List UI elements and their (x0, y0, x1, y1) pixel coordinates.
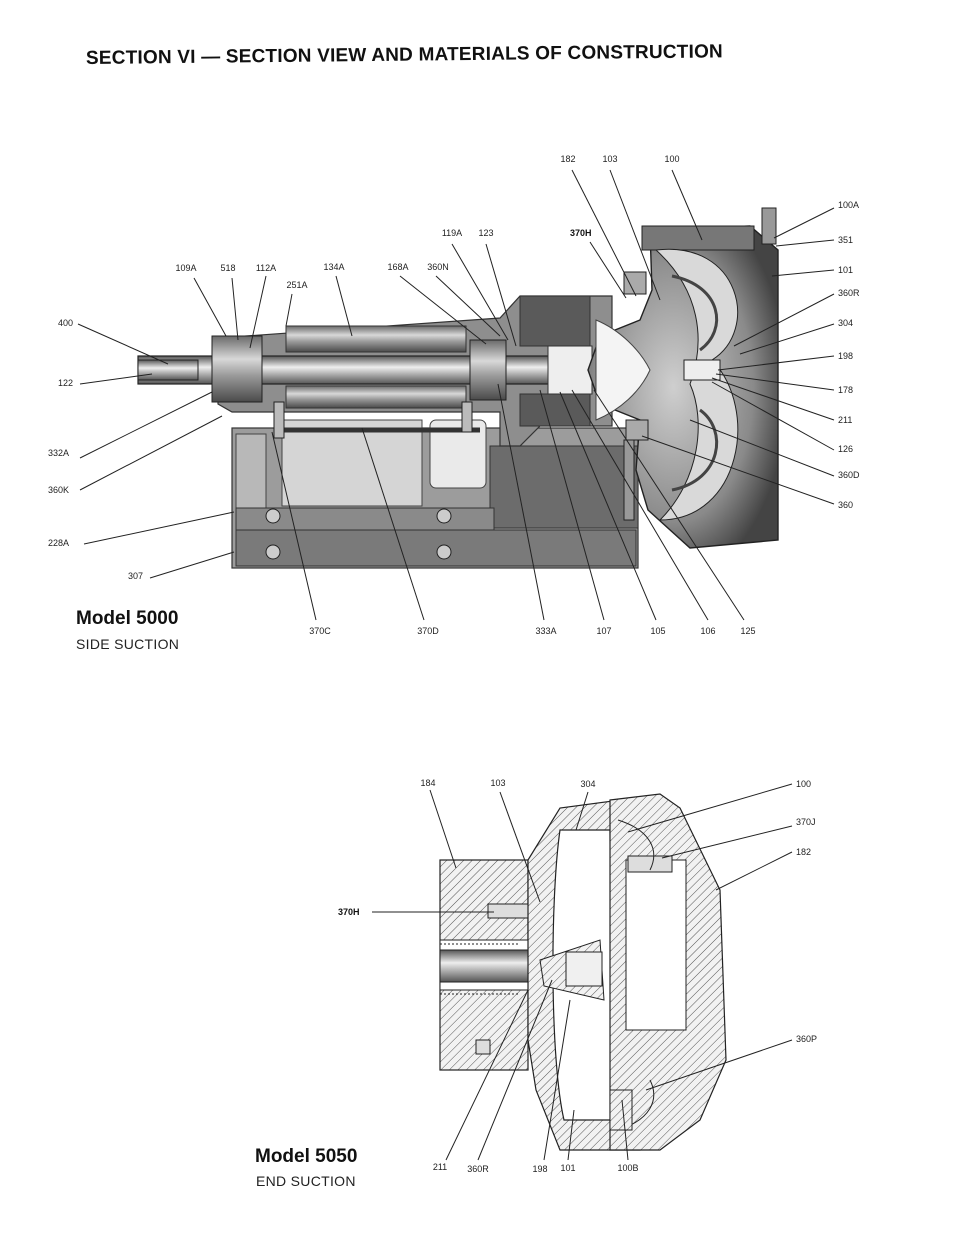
callout-134A: 134A (323, 262, 344, 272)
callout-126: 126 (838, 444, 853, 454)
callout-360D: 360D (838, 470, 860, 480)
callout-211: 211 (433, 1162, 447, 1172)
callout-370C: 370C (309, 626, 331, 636)
callout-370H: 370H (570, 228, 592, 238)
callout-100A: 100A (838, 200, 859, 210)
model-5000-drawing (137, 207, 779, 569)
callout-333A: 333A (535, 626, 556, 636)
callout-360: 360 (838, 500, 853, 510)
callout-360R: 360R (838, 288, 860, 298)
callout-105: 105 (650, 626, 665, 636)
callout-360N: 360N (427, 262, 449, 272)
model-5000-callouts: 182 103 100 100A 351 101 360R 304 198 17… (48, 154, 860, 636)
model-5000-leaders (77, 169, 835, 621)
callout-251A: 251A (286, 280, 307, 290)
callout-211: 211 (838, 415, 852, 425)
model-5000-subtitle: SIDE SUCTION (76, 636, 180, 652)
callout-125: 125 (740, 626, 755, 636)
callout-103: 103 (602, 154, 617, 164)
callout-332A: 332A (48, 448, 69, 458)
model-5050-title: Model 5050 (255, 1146, 358, 1167)
callout-100: 100 (664, 154, 679, 164)
callout-112A: 112A (256, 263, 276, 273)
callout-228A: 228A (48, 538, 69, 548)
callout-400: 400 (58, 318, 73, 328)
callout-307: 307 (128, 571, 143, 581)
callout-360P: 360P (796, 1034, 817, 1044)
callout-168A: 168A (387, 262, 408, 272)
callout-100B: 100B (617, 1163, 638, 1173)
callout-370D: 370D (417, 626, 439, 636)
callout-304: 304 (580, 779, 595, 789)
callout-360K: 360K (48, 485, 69, 495)
callout-123: 123 (478, 228, 493, 238)
callout-518: 518 (220, 263, 235, 273)
callout-370H: 370H (338, 907, 360, 917)
callout-351: 351 (838, 235, 853, 245)
callout-178: 178 (838, 385, 853, 395)
callout-107: 107 (596, 626, 611, 636)
callout-106: 106 (700, 626, 715, 636)
callout-304: 304 (838, 318, 853, 328)
callout-100: 100 (796, 779, 811, 789)
callout-182: 182 (560, 154, 575, 164)
callout-182: 182 (796, 847, 811, 857)
callout-184: 184 (420, 778, 435, 788)
model-5000-title: Model 5000 (76, 608, 179, 629)
model-5050-leaders (372, 783, 793, 1161)
callout-103: 103 (490, 778, 505, 788)
callout-198: 198 (838, 351, 853, 361)
callout-122: 122 (58, 378, 73, 388)
callout-101: 101 (838, 265, 853, 275)
callout-119A: 119A (442, 228, 462, 238)
callout-198: 198 (532, 1164, 547, 1174)
callout-109A: 109A (175, 263, 196, 273)
callout-101: 101 (560, 1163, 575, 1173)
callout-370J: 370J (796, 817, 816, 827)
model-5050-callouts: 184 103 304 100 370J 182 370H 360P 211 3… (338, 778, 817, 1174)
model-5050-drawing (439, 793, 727, 1151)
callout-360R: 360R (467, 1164, 489, 1174)
model-5050-subtitle: END SUCTION (256, 1173, 356, 1189)
